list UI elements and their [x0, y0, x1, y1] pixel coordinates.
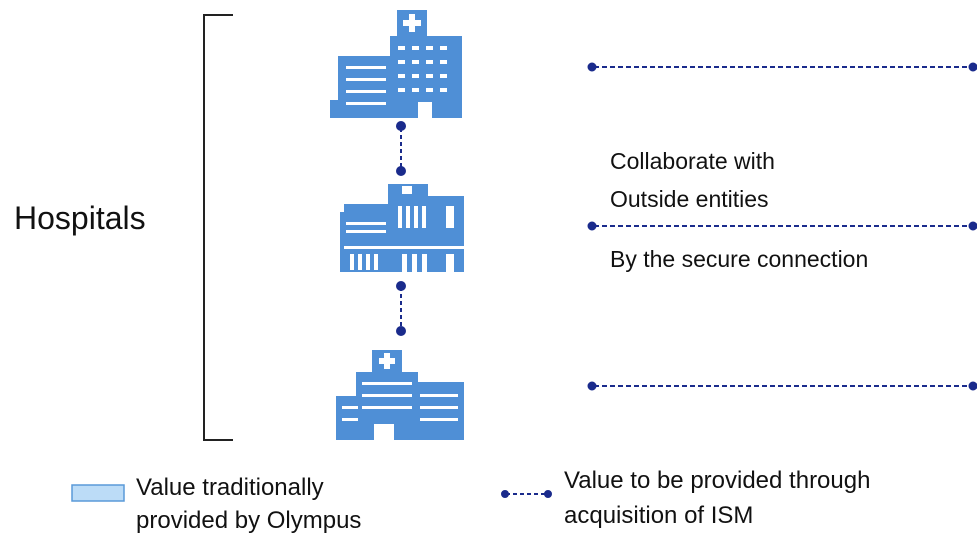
hospital-building-icon [330, 10, 462, 118]
collaborate-label-line2: Outside entities [610, 186, 769, 212]
hospitals-bracket [203, 14, 233, 441]
legend-traditional-line1: Value traditionally [136, 474, 324, 501]
legend-swatch-traditional [71, 484, 125, 502]
hospitals-label: Hospitals [14, 200, 146, 236]
outside-connections [587, 62, 977, 391]
legend-traditional-line2: provided by Olympus [136, 507, 362, 534]
clinic-building-icon [340, 184, 464, 272]
hospital-connectors [396, 121, 406, 336]
legend-ism-line2: acquisition of ISM [564, 502, 754, 529]
legend-ism-line1: Value to be provided through [564, 467, 871, 494]
collaborate-label-line1: Collaborate with [610, 148, 775, 174]
legend-swatch-ism [501, 490, 552, 498]
hospital-complex-icon [336, 350, 464, 440]
secure-connection-label: By the secure connection [610, 246, 869, 272]
